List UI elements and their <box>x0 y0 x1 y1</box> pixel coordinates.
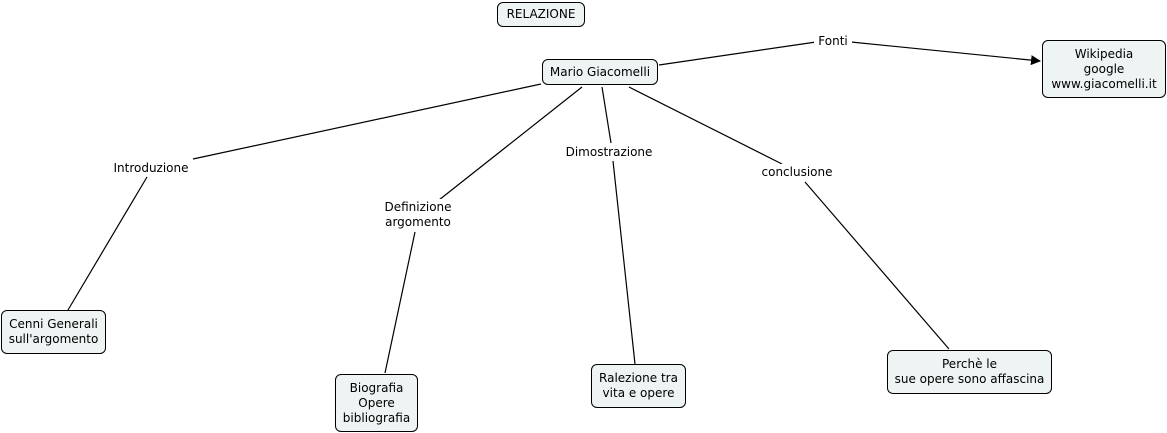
general-line-1: Cenni Generali <box>9 317 98 331</box>
sources-line-1: Wikipedia <box>1074 46 1134 61</box>
relation-line-2: vita e opere <box>602 386 675 400</box>
fascinate-node[interactable]: Perchè le sue opere sono affascina <box>887 350 1052 394</box>
line-definizione-biography <box>384 231 416 374</box>
fascinate-line-2: sue opere sono affascina <box>894 372 1045 386</box>
sources-line-3: www.giacomelli.it <box>1051 76 1157 91</box>
line-root-conclusione <box>628 86 783 165</box>
line-conclusione-fascinate <box>804 181 950 350</box>
definizione-line-2: argomento <box>385 215 451 229</box>
link-label-definizione: Definizione argomento <box>380 199 456 231</box>
line-fonti-sources <box>850 41 1041 66</box>
fascinate-line-1: Perchè le <box>942 357 997 371</box>
link-label-introduzione: Introduzione <box>110 160 192 176</box>
relation-line-1: Ralezione tra <box>599 371 678 385</box>
title-node[interactable]: RELAZIONE <box>497 2 585 27</box>
sources-line-2: google <box>1083 61 1125 76</box>
relation-node[interactable]: Ralezione tra vita e opere <box>591 364 686 408</box>
line-root-introduzione <box>192 83 542 160</box>
sources-node[interactable]: Wikipedia google www.giacomelli.it <box>1042 40 1166 98</box>
link-label-dimostrazione: Dimostrazione <box>563 144 655 160</box>
line-root-definizione <box>438 86 583 201</box>
biography-line-1: Biografia <box>349 380 404 395</box>
link-label-conclusione: conclusione <box>759 164 835 180</box>
line-root-dimostrazione <box>601 86 612 144</box>
biography-line-3: bibliografia <box>342 410 411 425</box>
line-introduzione-general <box>67 176 148 311</box>
root-node[interactable]: Mario Giacomelli <box>542 59 658 85</box>
general-node[interactable]: Cenni Generali sull'argomento <box>1 310 106 354</box>
line-root-fonti <box>658 41 817 66</box>
biography-node[interactable]: Biografia Opere bibliografia <box>335 374 418 432</box>
line-dimostrazione-relation <box>612 160 636 365</box>
link-label-fonti: Fonti <box>814 33 852 49</box>
biography-line-2: Opere <box>358 395 395 410</box>
general-line-2: sull'argomento <box>8 332 99 346</box>
definizione-line-1: Definizione <box>384 200 452 214</box>
